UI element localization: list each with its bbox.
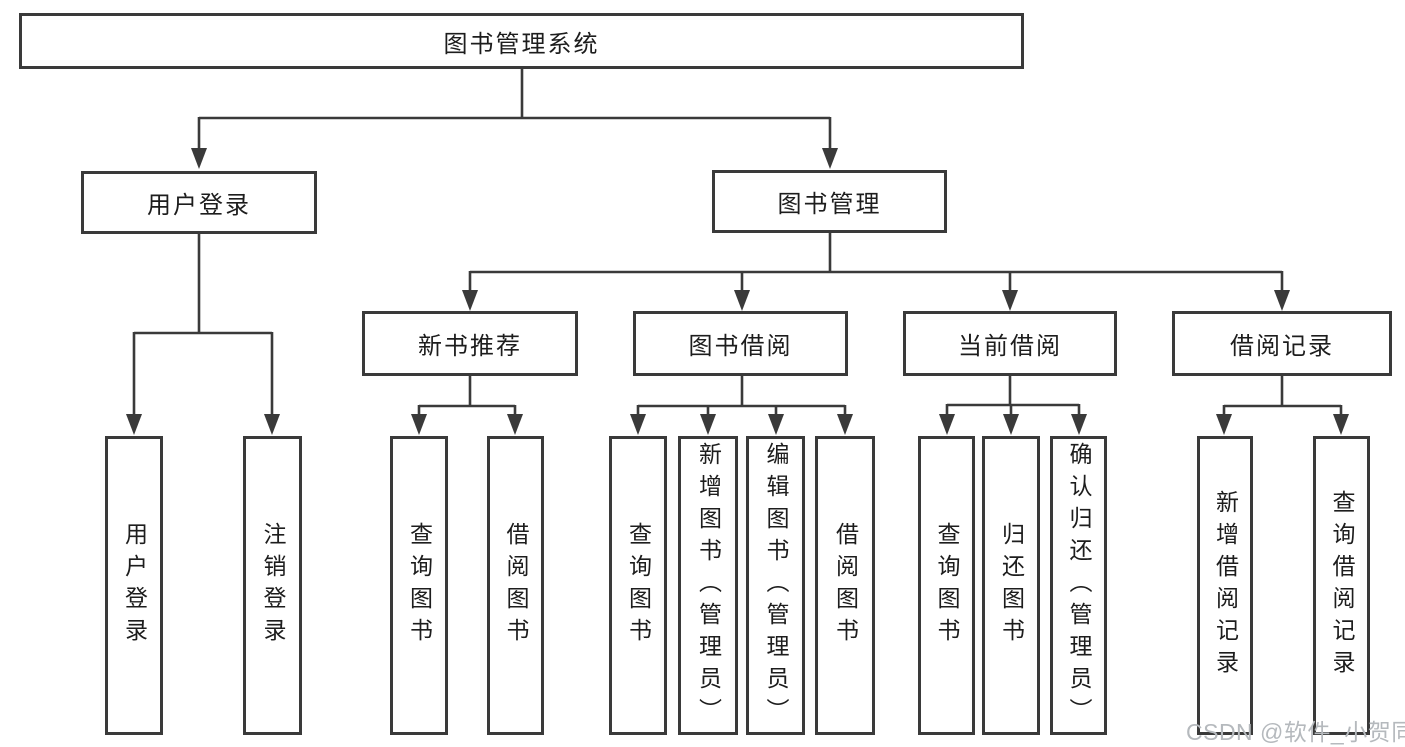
leaf-borrow-query-books: 查询图书: [609, 436, 667, 735]
node-book-management: 图书管理: [712, 170, 947, 233]
arrowhead-icon: [939, 414, 955, 435]
node-borrow-records: 借阅记录: [1172, 311, 1392, 376]
arrowhead-icon: [734, 290, 750, 311]
connector-userlogin-to-leaves: [132, 233, 274, 417]
leaf-newbook-borrow-books: 借阅图书: [487, 436, 544, 735]
arrowhead-icon: [700, 414, 716, 435]
leaf-current-return-books: 归还图书: [982, 436, 1040, 735]
leaf-newbook-query-books: 查询图书: [390, 436, 448, 735]
arrowhead-icon: [1003, 414, 1019, 435]
connector-root-to-level2: [197, 68, 832, 151]
leaf-logout: 注销登录: [243, 436, 302, 735]
arrowhead-icon: [1333, 414, 1349, 435]
arrowhead-icon: [768, 414, 784, 435]
leaf-borrow-borrow-books: 借阅图书: [815, 436, 875, 735]
arrowhead-icon: [191, 148, 207, 169]
arrowhead-icon: [462, 290, 478, 311]
leaf-current-confirm-return-admin: 确认归还（管理员）: [1050, 436, 1107, 735]
arrowhead-icon: [1071, 414, 1087, 435]
leaf-user-login: 用户登录: [105, 436, 163, 735]
arrowhead-icon: [837, 414, 853, 435]
node-new-book-recommend: 新书推荐: [362, 311, 578, 376]
node-library-management-system: 图书管理系统: [19, 13, 1024, 69]
leaf-borrow-edit-books-admin: 编辑图书（管理员）: [746, 436, 805, 735]
arrowhead-icon: [411, 414, 427, 435]
arrowheads: [126, 148, 1349, 435]
connector-currentborrow-to-leaves: [945, 375, 1081, 418]
leaf-records-query-record: 查询借阅记录: [1313, 436, 1370, 735]
node-book-borrow: 图书借阅: [633, 311, 848, 376]
csdn-watermark: CSDN @软件_小贺同学: [1186, 719, 1405, 745]
node-user-login: 用户登录: [81, 171, 317, 234]
arrowhead-icon: [264, 414, 280, 435]
arrowhead-icon: [507, 414, 523, 435]
connector-borrowrecords-to-leaves: [1222, 375, 1343, 418]
arrowhead-icon: [1274, 290, 1290, 311]
connector-bookmgmt-to-level3: [468, 232, 1284, 293]
arrowhead-icon: [630, 414, 646, 435]
arrowhead-icon: [1216, 414, 1232, 435]
leaf-borrow-add-books-admin: 新增图书（管理员）: [678, 436, 738, 735]
node-current-borrow: 当前借阅: [903, 311, 1117, 376]
arrowhead-icon: [822, 148, 838, 169]
arrowhead-icon: [1002, 290, 1018, 311]
arrowhead-icon: [126, 414, 142, 435]
leaf-records-add-record: 新增借阅记录: [1197, 436, 1253, 735]
connector-newbook-to-leaves: [417, 375, 517, 418]
leaf-current-query-books: 查询图书: [918, 436, 975, 735]
connector-bookborrow-to-leaves: [636, 375, 847, 418]
